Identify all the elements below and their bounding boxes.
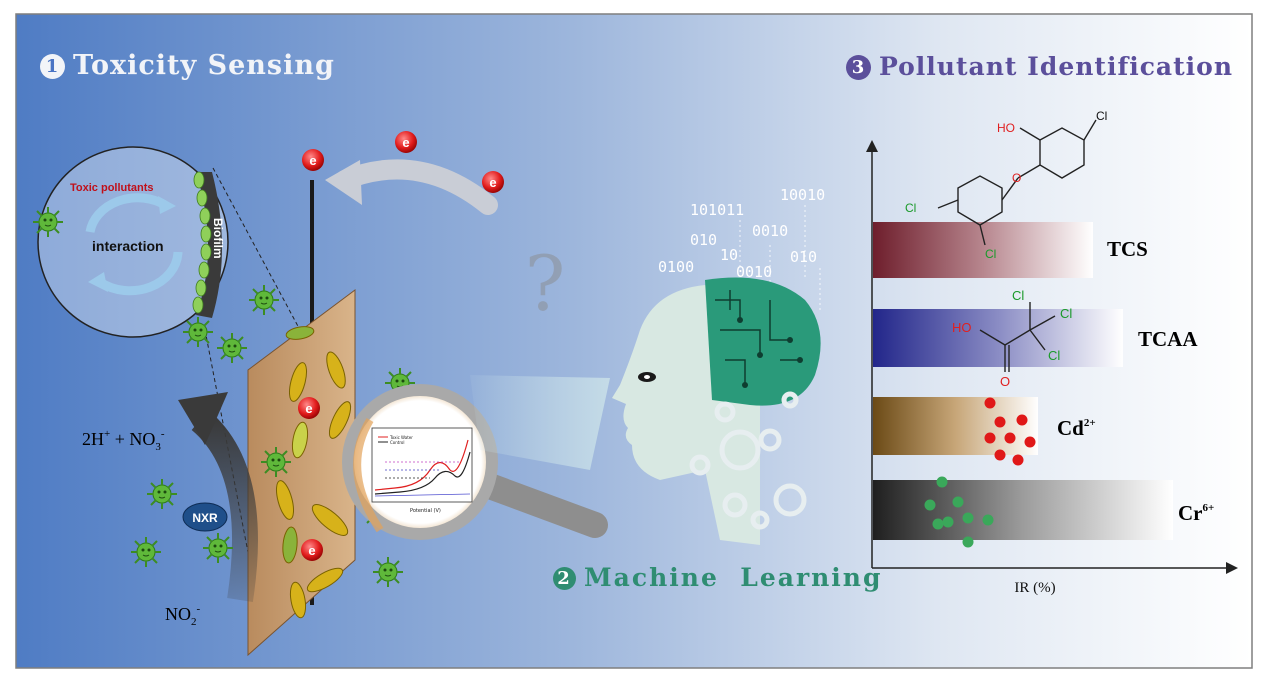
- tcs-molecule: [937, 119, 1097, 246]
- binary-text: 010: [790, 248, 817, 266]
- tcs-cl-top: Cl: [1096, 109, 1107, 123]
- reaction-arrow: [191, 410, 258, 602]
- ir-axis-label: IR (%): [1014, 580, 1055, 596]
- section-number: 1: [40, 54, 65, 79]
- binary-text: 010: [690, 231, 717, 249]
- magnifying-glass: Toxic Water Control Potential (V): [342, 384, 608, 540]
- cycle-arrow-top: [85, 193, 168, 234]
- electron-label: e: [305, 401, 312, 416]
- cycle-arrow-bottom: [97, 251, 183, 296]
- binary-text: 101011: [690, 201, 744, 219]
- bar-cr: [873, 480, 1173, 540]
- cv-curve-control: [374, 451, 471, 495]
- tcaa-cl2: Cl: [1060, 306, 1072, 321]
- tcaa-cl1: Cl: [1012, 288, 1024, 303]
- gears: [689, 391, 807, 530]
- reaction-arrowhead: [178, 392, 228, 445]
- nitrite-label: NO2-: [165, 603, 201, 628]
- electron-4: e: [298, 397, 320, 419]
- circuit-brain: [705, 277, 821, 406]
- electron-label: e: [489, 175, 496, 190]
- bar-tcs: [873, 222, 1093, 278]
- interaction-label: interaction: [92, 238, 164, 254]
- cv-plot: Toxic Water Control Potential (V): [371, 427, 473, 514]
- electron-flow-arrow: [335, 159, 498, 215]
- section-title-pollutant-identification: 3 Pollutant Identification: [846, 52, 1233, 81]
- section-title-toxicity-sensing: 1 Toxicity Sensing: [40, 50, 335, 81]
- tcaa-cl3: Cl: [1048, 348, 1060, 363]
- bacteria-cells: [275, 326, 352, 619]
- binary-stream: 10010 101011 010 0010 10 0100 0010 010: [658, 186, 825, 281]
- electron-3: e: [482, 171, 504, 193]
- tcaa-o: O: [1000, 374, 1010, 389]
- binary-text: 10010: [780, 186, 825, 204]
- section-number: 3: [846, 55, 871, 80]
- biofilm-inset: Toxic pollutants interaction Biofilm: [37, 146, 229, 338]
- electron-1: e: [302, 149, 324, 171]
- tcs-ho: HO: [997, 121, 1015, 135]
- tcs-o: O: [1012, 171, 1021, 185]
- label-tcs: TCS: [1107, 237, 1148, 261]
- binary-text: 0010: [752, 222, 788, 240]
- ai-head: [612, 277, 821, 545]
- binary-text: 10: [720, 246, 738, 264]
- cv-legend-control: Control: [390, 440, 404, 445]
- section-title-text: Pollutant Identification: [879, 52, 1234, 81]
- tcs-cl-bottom: Cl: [985, 247, 996, 261]
- electron-label: e: [309, 153, 316, 168]
- binary-text: 0100: [658, 258, 694, 276]
- cv-curve-toxic: [374, 439, 469, 491]
- nxr-label: NXR: [192, 511, 218, 525]
- bar-cd: [873, 397, 1038, 455]
- nitrate-label: 2H+ + NO3-: [82, 428, 165, 453]
- biofilm-cells: [192, 171, 212, 314]
- label-cd: Cd2+: [1057, 416, 1096, 440]
- tcs-cl-left: Cl: [905, 201, 916, 215]
- toxic-pollutants-label: Toxic pollutants: [70, 182, 154, 194]
- section-title-text: Toxicity Sensing: [73, 50, 335, 81]
- label-tcaa: TCAA: [1138, 327, 1198, 351]
- bar-tcaa: [873, 309, 1123, 367]
- cd-ions: [984, 397, 1036, 466]
- electron-label: e: [308, 543, 315, 558]
- cr-ions: [924, 476, 994, 548]
- tcaa-ho: HO: [952, 320, 972, 335]
- label-cr: Cr6+: [1178, 501, 1214, 525]
- nxr-enzyme: NXR: [182, 502, 228, 532]
- zoom-line-top: [212, 167, 301, 331]
- question-mark: ?: [525, 239, 566, 328]
- binary-text: 0010: [736, 263, 772, 281]
- electron-5: e: [301, 539, 323, 561]
- section-title-text: Machine Learning: [584, 563, 883, 592]
- electron-2: e: [395, 131, 417, 153]
- section-number: 2: [553, 567, 576, 590]
- section-title-machine-learning: 2 Machine Learning: [553, 563, 882, 592]
- vision-beam: [470, 375, 610, 470]
- cv-x-label: Potential (V): [410, 508, 441, 514]
- tcaa-molecule: [979, 302, 1056, 372]
- electron-label: e: [402, 135, 409, 150]
- cv-legend-toxic: Toxic Water: [389, 435, 413, 440]
- biofilm-label: Biofilm: [211, 218, 225, 259]
